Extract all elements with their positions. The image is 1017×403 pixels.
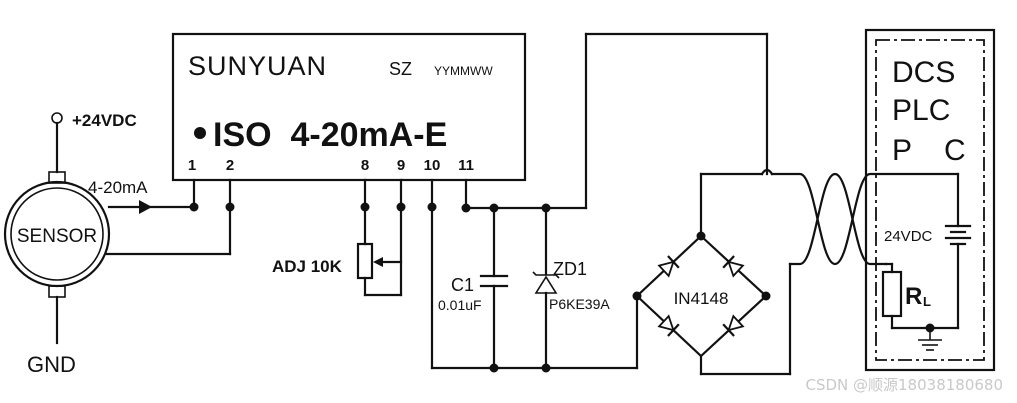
bridge-diode-br (722, 314, 745, 337)
load-resistor (881, 270, 903, 318)
bridge-diode-tl (657, 255, 680, 278)
sensor-ground-label: GND (27, 352, 76, 377)
system-line2: PLC (892, 94, 950, 127)
twisted-pair-b (788, 172, 888, 266)
zd1-name: ZD1 (553, 259, 587, 279)
c1-value: 0.01uF (438, 297, 482, 313)
pin-10: 10 (424, 157, 441, 174)
junction-pin2 (225, 202, 235, 212)
wire-crossover-hop (760, 168, 774, 176)
module-model: ISO 4-20mA-E (213, 116, 447, 154)
bridge-diode-bl (657, 314, 680, 337)
load-label-main: R (905, 283, 922, 310)
sensor-body-inner (10, 187, 104, 281)
sensor-bottom-tab (48, 285, 66, 298)
junction-pin8 (360, 202, 370, 212)
sensor-signal-label: 4-20mA (88, 178, 148, 197)
zd1-triangle (534, 275, 558, 294)
module-date: YYMMWW (434, 64, 493, 78)
system-supply-label: 24VDC (884, 228, 933, 245)
signal-arrow-icon (139, 200, 152, 214)
adj-label: ADJ 10K (272, 257, 343, 276)
sensor-supply-label: +24VDC (72, 111, 137, 130)
junction-pin9 (396, 202, 406, 212)
twisted-pair-a (770, 172, 960, 266)
junction-bridge-left (632, 291, 642, 301)
module-brand: SUNYUAN (188, 51, 327, 81)
junction-c1-bottom (489, 363, 499, 373)
bridge-diode-tr (722, 255, 745, 278)
sensor-supply-terminal (51, 112, 63, 124)
pin-9: 9 (397, 157, 405, 174)
junction-pin10 (427, 202, 437, 212)
pin-1: 1 (188, 157, 196, 174)
system-line3a: P (892, 134, 912, 167)
adj-resistor (356, 242, 374, 280)
c1-name: C1 (451, 275, 474, 295)
system-line1: DCS (892, 56, 955, 89)
system-box-inner (875, 39, 985, 361)
module-bullet (194, 127, 206, 139)
module-box (171, 32, 527, 182)
bridge-label: IN4148 (674, 289, 729, 308)
system-line3b: C (944, 134, 966, 167)
watermark: CSDN @顺源18038180680 (805, 376, 1003, 394)
zd1-value: P6KE39A (549, 296, 610, 312)
module-code: SZ (389, 59, 412, 79)
adj-wiper-arrow-icon (373, 257, 383, 267)
pin-8: 8 (361, 157, 369, 174)
sensor-label: SENSOR (17, 226, 97, 247)
junction-pin1 (189, 202, 199, 212)
system-box-outer (864, 28, 996, 372)
load-label-sub: L (923, 294, 931, 309)
zd1-bar (532, 271, 560, 279)
pin-2: 2 (226, 157, 234, 174)
pin-11: 11 (458, 157, 474, 174)
junction-zd1-bottom (541, 363, 551, 373)
